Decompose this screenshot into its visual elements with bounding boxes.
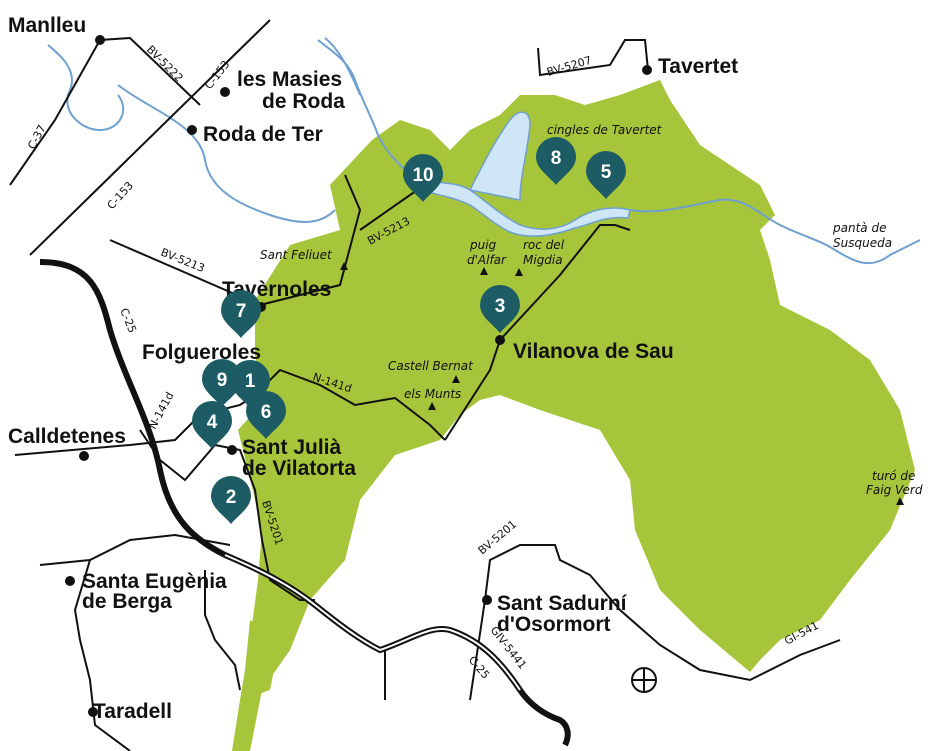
place-panta-line2: Susqueda: [833, 236, 892, 250]
marker-4-label: 4: [207, 412, 218, 433]
marker-2[interactable]: 2: [211, 476, 251, 524]
marker-8[interactable]: 8: [536, 137, 576, 185]
road-label-bv5207: BV-5207: [545, 54, 593, 79]
marker-10-label: 10: [412, 165, 433, 186]
marker-4[interactable]: 4: [192, 401, 232, 449]
peak-icons: [340, 262, 904, 505]
town-sant-sadurni-line2: d'Osormort: [497, 613, 611, 636]
marker-6[interactable]: 6: [246, 391, 286, 439]
town-folgueroles: Folgueroles: [142, 341, 261, 364]
road-label-bv5201-b: BV-5201: [476, 518, 520, 558]
town-santa-eugenia-line1: Santa Eugènia: [82, 570, 227, 593]
road-label-c153-b: C-153: [105, 179, 137, 212]
road-label-n141d-b: N-141d: [146, 390, 176, 432]
town-les-masies-line2: de Roda: [262, 90, 345, 113]
park-southwest: [242, 620, 280, 700]
place-cingles: cingles de Tavertet: [547, 123, 663, 137]
road-label-c25-a: C-25: [117, 306, 139, 335]
compass-icon: [631, 667, 657, 693]
marker-2-label: 2: [226, 487, 237, 508]
road-label-c153-a: C-153: [202, 58, 232, 92]
reservoir: [404, 111, 631, 237]
place-castell: Castell Bernat: [388, 359, 474, 373]
town-calldetenes: Calldetenes: [8, 425, 126, 448]
place-turo-line2: Faig Verd: [866, 483, 923, 497]
place-sant-feliuet: Sant Feliuet: [260, 248, 333, 262]
place-roc-line1: roc del: [523, 238, 565, 252]
marker-3[interactable]: 3: [480, 285, 520, 333]
marker-5-label: 5: [601, 162, 612, 183]
river: [47, 37, 921, 265]
marker-6-label: 6: [261, 402, 272, 423]
marker-9[interactable]: 9: [202, 359, 242, 407]
town-sant-sadurni-line1: Sant Sadurní: [497, 592, 628, 615]
town-les-masies-line1: les Masies: [237, 68, 342, 91]
marker-8-label: 8: [551, 148, 562, 169]
town-manlleu: Manlleu: [8, 14, 86, 37]
marker-10[interactable]: 10: [403, 154, 443, 202]
place-puig-line1: puig: [469, 238, 497, 252]
place-munts: els Munts: [404, 387, 461, 401]
park-area: [232, 80, 915, 751]
place-panta-line1: pantà de: [832, 221, 886, 235]
road-label-c37: C-37: [25, 123, 49, 152]
marker-7[interactable]: 7: [221, 290, 261, 338]
marker-7-label: 7: [236, 301, 247, 322]
roads: [9, 19, 841, 751]
marker-9-label: 9: [217, 370, 228, 391]
town-santa-eugenia-line2: de Berga: [82, 590, 172, 613]
town-roda: Roda de Ter: [203, 123, 323, 146]
town-sant-julia-line2: de Vilatorta: [242, 457, 356, 480]
town-vilanova: Vilanova de Sau: [513, 340, 674, 363]
place-puig-line2: d'Alfar: [467, 253, 507, 267]
town-sant-julia-line1: Sant Julià: [242, 436, 342, 459]
place-roc-line2: Migdia: [523, 253, 563, 267]
town-tavertet: Tavertet: [658, 55, 738, 78]
place-turo-line1: turó de: [872, 469, 915, 483]
road-label-c25-b: C-25: [466, 654, 492, 682]
marker-3-label: 3: [495, 296, 506, 317]
marker-1-label: 1: [245, 371, 256, 392]
highway-c25-inner: [224, 554, 521, 691]
road-label-bv5222: BV-5222: [144, 43, 186, 85]
town-taradell: Taradell: [93, 700, 172, 723]
marker-5[interactable]: 5: [586, 151, 626, 199]
